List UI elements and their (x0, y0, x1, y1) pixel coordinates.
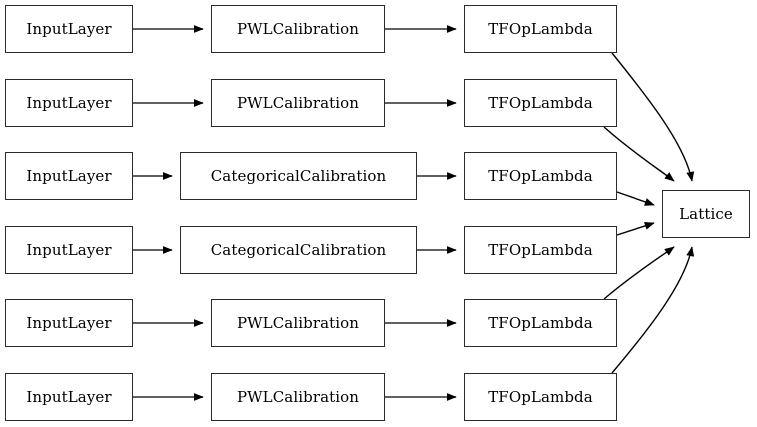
node-input-layer-6[interactable]: InputLayer (5, 373, 133, 421)
node-lattice[interactable]: Lattice (662, 190, 750, 238)
node-label: TFOpLambda (488, 387, 593, 406)
node-tfoplambda-3[interactable]: TFOpLambda (464, 152, 617, 200)
node-label: Lattice (679, 204, 733, 223)
node-pwl-calibration-3[interactable]: PWLCalibration (211, 299, 385, 347)
node-label: InputLayer (26, 240, 112, 259)
edge-tfop1-to-lattice (611, 52, 695, 182)
node-input-layer-1[interactable]: InputLayer (5, 5, 133, 53)
node-pwl-calibration-2[interactable]: PWLCalibration (211, 79, 385, 127)
edge-tfop4-to-lattice (616, 222, 655, 236)
node-label: TFOpLambda (488, 240, 593, 259)
node-label: PWLCalibration (236, 19, 360, 38)
edge-tfop3-to-lattice (616, 191, 655, 206)
node-input-layer-4[interactable]: InputLayer (5, 226, 133, 274)
node-label: InputLayer (26, 19, 112, 38)
node-label: TFOpLambda (488, 93, 593, 112)
node-tfoplambda-4[interactable]: TFOpLambda (464, 226, 617, 274)
node-label: TFOpLambda (488, 19, 593, 38)
node-pwl-calibration-1[interactable]: PWLCalibration (211, 5, 385, 53)
node-label: PWLCalibration (236, 313, 360, 332)
node-input-layer-5[interactable]: InputLayer (5, 299, 133, 347)
node-input-layer-2[interactable]: InputLayer (5, 79, 133, 127)
node-label: PWLCalibration (236, 387, 360, 406)
node-input-layer-3[interactable]: InputLayer (5, 152, 133, 200)
node-label: TFOpLambda (488, 313, 593, 332)
node-label: InputLayer (26, 166, 112, 185)
node-tfoplambda-6[interactable]: TFOpLambda (464, 373, 617, 421)
node-tfoplambda-1[interactable]: TFOpLambda (464, 5, 617, 53)
node-tfoplambda-5[interactable]: TFOpLambda (464, 299, 617, 347)
edge-tfop6-to-lattice (611, 246, 695, 374)
node-tfoplambda-2[interactable]: TFOpLambda (464, 79, 617, 127)
node-label: InputLayer (26, 387, 112, 406)
node-label: CategoricalCalibration (210, 240, 387, 259)
node-pwl-calibration-4[interactable]: PWLCalibration (211, 373, 385, 421)
node-label: PWLCalibration (236, 93, 360, 112)
node-label: TFOpLambda (488, 166, 593, 185)
node-label: CategoricalCalibration (210, 166, 387, 185)
node-label: InputLayer (26, 313, 112, 332)
node-label: InputLayer (26, 93, 112, 112)
node-categorical-calibration-1[interactable]: CategoricalCalibration (180, 152, 417, 200)
node-categorical-calibration-2[interactable]: CategoricalCalibration (180, 226, 417, 274)
